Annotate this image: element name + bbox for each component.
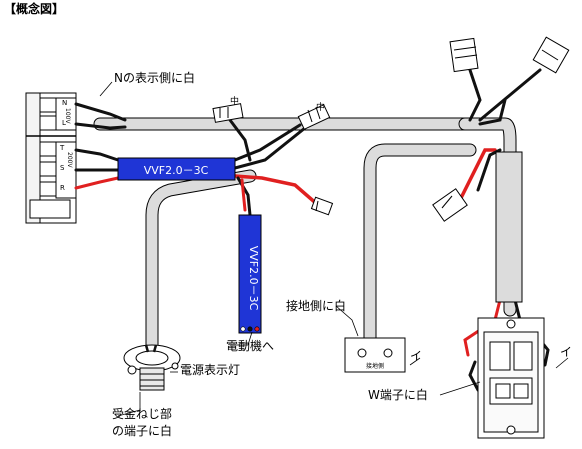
mark-i-outlet: イ: [410, 349, 423, 363]
cable-sheaths: [93, 117, 517, 352]
connector-top-right-a: [449, 37, 479, 73]
switch-feed-sheath: [495, 151, 523, 303]
connector-center-left: 中: [212, 95, 244, 123]
connector-mark-left: 中: [230, 95, 239, 107]
terminal-label-r: R: [60, 184, 65, 192]
receptacle-note-line1: 受金ねじ部: [112, 407, 173, 421]
receptacle-note-line2: の端子に白: [112, 424, 173, 438]
terminal-label-t: T: [59, 144, 65, 152]
cable-label-vertical: VVF2.0－3C: [238, 214, 262, 334]
wire-white-n: [74, 122, 127, 130]
leader-lines: [99, 81, 569, 417]
switch-assembly: [477, 317, 545, 439]
neutral-note: Nの表示側に白: [114, 71, 195, 85]
outlet-box-label: 接地側: [366, 362, 384, 370]
wire-t: [74, 148, 120, 162]
connector-small-red: [310, 196, 334, 216]
terminal-label-n: N: [62, 99, 67, 107]
wire-r: [74, 176, 120, 190]
terminal-block: N L 100V T S R 200V: [25, 92, 77, 224]
wires: [74, 68, 550, 394]
pilot-lamp-label: 電源表示灯: [180, 363, 241, 377]
cable-spec-text-a: VVF2.0－3C: [144, 164, 209, 177]
terminal-label-100v: 100V: [64, 108, 71, 124]
terminal-screws-lower: [29, 141, 77, 219]
terminal-label-200v: 200V: [66, 152, 73, 168]
mark-i-switch: イ: [560, 345, 573, 359]
terminal-label-s: S: [60, 164, 65, 172]
w-terminal-note: W端子に白: [368, 388, 428, 402]
connector-mark-right: 中: [316, 101, 325, 113]
terminal-screws-upper: [26, 97, 77, 137]
outlet-box: 接地側: [344, 337, 406, 373]
diagram-heading: 【概念図】: [4, 2, 65, 16]
wire-black-l: [74, 102, 127, 122]
cable-label-horizontal: VVF2.0－3C: [117, 157, 236, 181]
to-motor-label: 電動機へ: [226, 339, 275, 353]
ground-note: 接地側に白: [286, 299, 347, 313]
connector-center-right: 中: [297, 101, 331, 130]
connector-top-right-b: [532, 36, 570, 74]
terminal-label-l: L: [62, 119, 66, 127]
pilot-lamp: [123, 344, 181, 391]
cable-spec-text-b: VVF2.0－3C: [247, 246, 260, 311]
connector-right-mid: [432, 188, 468, 222]
